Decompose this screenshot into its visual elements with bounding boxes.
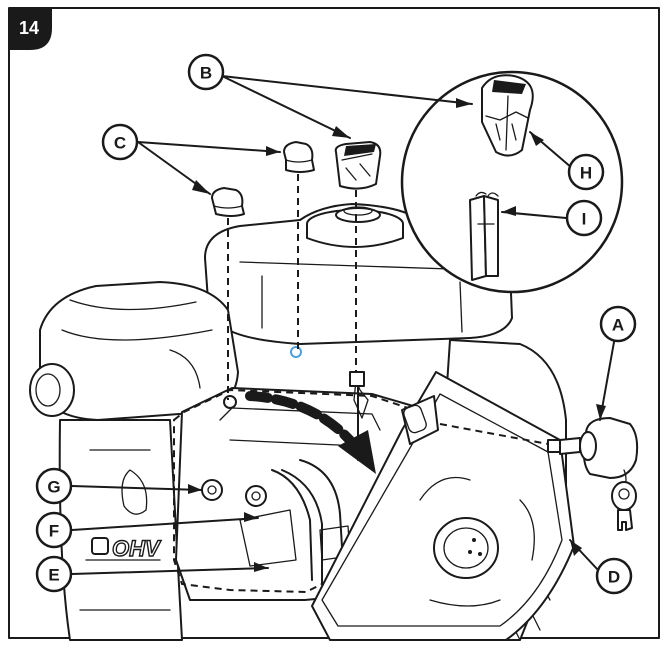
step-number: 14 [19, 18, 39, 38]
svg-text:C: C [114, 134, 126, 153]
curved-arrow-icon [245, 391, 376, 474]
knob-c-right [283, 141, 315, 173]
shaft-detail-i [469, 191, 499, 281]
svg-text:D: D [608, 568, 620, 587]
svg-text:G: G [47, 478, 60, 497]
step-badge: 14 [9, 8, 52, 50]
fuel-cap [306, 206, 404, 248]
svg-text:H: H [580, 164, 592, 183]
callout-e: E [35, 555, 73, 593]
callout-i: I [565, 199, 603, 237]
callout-a: A [599, 305, 637, 343]
panel-round-port [433, 517, 499, 579]
choke-lever-b [334, 141, 382, 190]
carburetor-block [239, 509, 297, 567]
throttle-cable [271, 469, 313, 581]
fuel-shutoff-lever [353, 379, 369, 419]
svg-text:I: I [582, 210, 587, 229]
detail-magnifier [400, 70, 624, 294]
callout-b: B [187, 53, 225, 91]
svg-text:A: A [612, 316, 624, 335]
side-knob [121, 469, 148, 515]
callout-h: H [567, 153, 605, 191]
svg-text:E: E [48, 566, 59, 585]
callout-leaders [71, 75, 615, 575]
knob-c-left [211, 187, 245, 217]
key-icon [611, 469, 637, 531]
ohv-marking: OHV [91, 535, 163, 562]
callout-d: D [595, 557, 633, 595]
air-filter-housing [39, 281, 239, 421]
mounting-screw-g [201, 479, 223, 501]
lever-detail-h [481, 74, 534, 157]
engine-marking-text: OHV [112, 536, 162, 561]
alignment-marker [290, 346, 302, 358]
svg-text:B: B [200, 64, 212, 83]
guide-line-a [439, 423, 549, 445]
svg-text:F: F [49, 522, 59, 541]
callout-f: F [35, 511, 73, 549]
ignition-switch-icon [547, 417, 639, 479]
panel-outline-dashed [173, 388, 422, 594]
air-filter-knob [29, 363, 75, 417]
callout-g: G [35, 467, 73, 505]
callout-c: C [101, 123, 139, 161]
